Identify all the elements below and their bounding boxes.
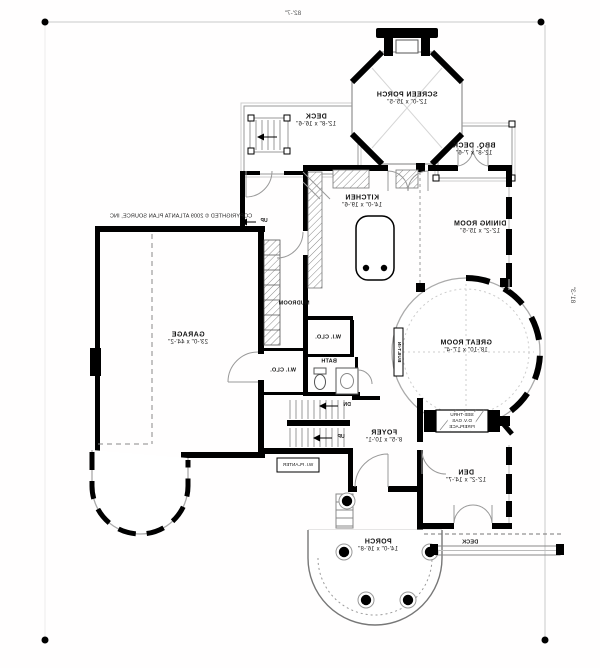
room-size: 23'-0" x 44'-2" <box>168 339 208 346</box>
room-label-deck-upper: DECK 12'-8" x 16'-6" <box>296 113 336 130</box>
room-name: W.I. CLO. <box>315 334 341 341</box>
doors <box>227 147 493 524</box>
room-label-wi-closet-1: W.I. CLO. <box>315 334 341 341</box>
deck-lower-structure <box>424 533 564 556</box>
room-size: 12'-0" x 15'-5" <box>387 99 427 106</box>
planter-box <box>276 457 320 473</box>
room-label-kitchen: KITCHEN 14'-0" x 19'-6" <box>342 194 382 211</box>
stairs-up-main-label: UP <box>337 433 345 440</box>
dimension-lines <box>41 18 549 644</box>
room-size: 12'-8" x 7'-6" <box>455 150 493 157</box>
room-size: 12'-2" x 15'-5" <box>460 228 500 235</box>
fireplace-label: SEE-THRU D.V. GAS FIREPLACE <box>448 412 476 430</box>
room-size: 8'-5" x 10'-1" <box>365 437 403 444</box>
room-name: DECK <box>461 539 479 546</box>
bath-fixtures <box>313 367 359 395</box>
room-name: DINING ROOM <box>453 220 507 228</box>
mudroom-cubbies <box>263 239 281 346</box>
room-label-screen-porch: SCREEN PORCH 12'-0" x 15'-5" <box>376 91 437 108</box>
room-size: 14'-0" x 16'-8" <box>358 546 398 553</box>
wi-planter-label: W.I. PLANTER <box>282 462 314 468</box>
room-name: SCREEN PORCH <box>376 91 438 99</box>
stairs-dn-label: DN <box>343 401 351 408</box>
room-label-bbq-deck: BBQ. DECK 12'-8" x 7'-6" <box>453 142 496 159</box>
copyright-text: COPYRIGHTED © 2009 ATLANTA PLAN SOURCE, … <box>109 213 253 220</box>
garage-details <box>89 234 191 537</box>
built-in-label: BUILT-IN <box>396 341 402 363</box>
stairs-up-hall-label: UP <box>260 217 268 224</box>
windows <box>506 165 512 523</box>
interior-walls <box>258 171 421 400</box>
room-label-garage: GARAGE 23'-0" x 44'-2" <box>168 331 208 348</box>
room-label-mudroom: MUDROOM <box>278 300 309 307</box>
room-name: BBQ. DECK <box>452 142 496 150</box>
room-label-great-room: GREAT ROOM 18'-10" x 17'-4" <box>440 339 492 356</box>
room-name: FOYER <box>370 429 398 437</box>
stairs-main <box>240 218 350 447</box>
room-name: GARAGE <box>171 331 205 339</box>
room-label-porch: PORCH 14'-0" x 16'-8" <box>358 538 398 555</box>
room-size: 18'-10" x 17'-4" <box>444 347 488 354</box>
room-name: DECK <box>305 113 327 121</box>
room-name: DEN <box>458 469 474 477</box>
screen-porch-structure <box>349 28 465 167</box>
kitchen-fixtures <box>302 169 419 289</box>
room-label-bath: BATH <box>321 358 337 365</box>
top-dimension-label: 82'-7" <box>284 9 302 17</box>
room-label-deck-lower: DECK <box>462 539 478 546</box>
room-size: 14'-0" x 19'-6" <box>342 202 382 209</box>
deck-upper-structure <box>240 102 362 178</box>
room-name: PORCH <box>364 538 392 546</box>
room-name: MUDROOM <box>278 300 310 307</box>
room-label-wi-closet-2: W.I. CLO. <box>270 367 296 374</box>
exterior-walls <box>90 163 514 530</box>
room-name: KITCHEN <box>345 194 379 202</box>
room-name: GREAT ROOM <box>440 339 492 347</box>
room-size: 12'-8" x 16'-6" <box>296 121 336 128</box>
room-label-foyer: FOYER 8'-5" x 10'-1" <box>366 429 402 446</box>
right-dimension-label: 81'-3" <box>569 286 577 304</box>
room-size: 12'-2" x 14'-7" <box>446 477 486 484</box>
room-name: W.I. CLO. <box>270 367 296 374</box>
room-label-dining-room: DINING ROOM 12'-2" x 15'-5" <box>454 220 507 237</box>
room-name: BATH <box>321 358 337 365</box>
room-label-den: DEN 12'-2" x 14'-7" <box>446 469 486 486</box>
